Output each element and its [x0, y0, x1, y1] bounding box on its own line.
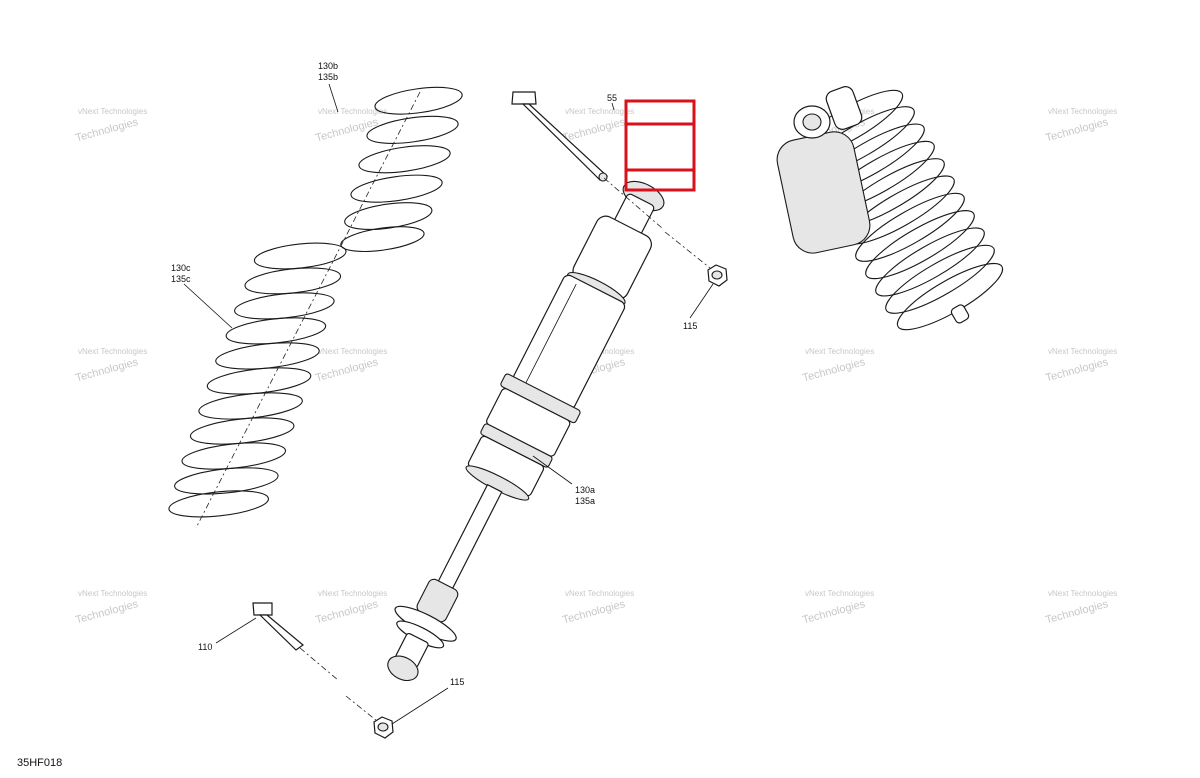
watermark: vNext Technologies Technologies	[314, 589, 387, 626]
watermark: vNext Technologies Technologies	[74, 107, 147, 144]
svg-text:Technologies: Technologies	[1044, 356, 1110, 384]
watermark: vNext Technologies Technologies	[1044, 589, 1117, 626]
lower-coil-spring[interactable]	[143, 239, 372, 521]
svg-text:vNext Technologies: vNext Technologies	[318, 347, 387, 356]
callout-130a[interactable]: 130a	[575, 485, 595, 495]
callout-55[interactable]: 55	[607, 93, 617, 103]
callout-135a[interactable]: 135a	[575, 496, 595, 506]
watermark-layer: vNext Technologies Technologies vNext Te…	[74, 107, 1117, 626]
svg-text:Technologies: Technologies	[314, 598, 380, 626]
diagram-code: 35HF018	[17, 757, 62, 769]
svg-text:vNext Technologies: vNext Technologies	[805, 589, 874, 598]
watermark: vNext Technologies Technologies	[561, 589, 634, 626]
highlight-box[interactable]	[624, 99, 696, 192]
svg-text:Technologies: Technologies	[74, 598, 140, 626]
svg-text:vNext Technologies: vNext Technologies	[1048, 107, 1117, 116]
svg-text:Technologies: Technologies	[74, 356, 140, 384]
callout-115-bottom[interactable]: 115	[450, 677, 464, 687]
leader-lines	[183, 83, 714, 725]
svg-text:vNext Technologies: vNext Technologies	[565, 107, 634, 116]
svg-text:Technologies: Technologies	[74, 116, 140, 144]
svg-text:Technologies: Technologies	[801, 598, 867, 626]
svg-text:vNext Technologies: vNext Technologies	[318, 107, 387, 116]
svg-text:vNext Technologies: vNext Technologies	[1048, 347, 1117, 356]
watermark: vNext Technologies Technologies	[74, 589, 147, 626]
svg-text:vNext Technologies: vNext Technologies	[78, 107, 147, 116]
svg-text:vNext Technologies: vNext Technologies	[805, 347, 874, 356]
callout-130c[interactable]: 130c	[171, 263, 191, 273]
callout-135b[interactable]: 135b	[318, 72, 338, 82]
watermark: vNext Technologies Technologies	[314, 347, 387, 384]
watermark: vNext Technologies Technologies	[561, 107, 634, 144]
svg-text:Technologies: Technologies	[314, 356, 380, 384]
spring-axis-line	[195, 91, 421, 529]
watermark: vNext Technologies Technologies	[1044, 347, 1117, 384]
lower-nut-axis-line	[345, 695, 378, 722]
lower-bolt-axis-line	[299, 647, 339, 681]
watermark: vNext Technologies Technologies	[801, 347, 874, 384]
lower-mount-eye[interactable]	[384, 651, 423, 685]
callout-130b[interactable]: 130b	[318, 61, 338, 71]
svg-text:vNext Technologies: vNext Technologies	[78, 347, 147, 356]
watermark: vNext Technologies Technologies	[1044, 107, 1117, 144]
svg-text:vNext Technologies: vNext Technologies	[565, 589, 634, 598]
watermark: vNext Technologies Technologies	[74, 347, 147, 384]
lower-bolt[interactable]	[252, 602, 339, 681]
coil-spring[interactable]	[143, 83, 482, 529]
svg-text:vNext Technologies: vNext Technologies	[78, 589, 147, 598]
remote-reservoir[interactable]	[773, 84, 873, 256]
callout-labels: 130b 135b 130c 135c 130a 135a 55 115 110…	[171, 61, 697, 687]
svg-text:vNext Technologies: vNext Technologies	[1048, 589, 1117, 598]
lower-nut[interactable]	[345, 695, 394, 739]
bolt-axis-line	[603, 177, 663, 229]
svg-text:Technologies: Technologies	[1044, 598, 1110, 626]
upper-coil-spring[interactable]	[321, 83, 482, 256]
callout-135c[interactable]: 135c	[171, 274, 191, 284]
callout-115-top[interactable]: 115	[683, 321, 697, 331]
svg-text:Technologies: Technologies	[561, 598, 627, 626]
svg-text:vNext Technologies: vNext Technologies	[318, 589, 387, 598]
svg-text:Technologies: Technologies	[561, 116, 627, 144]
shock-absorber[interactable]	[361, 166, 687, 697]
watermark: vNext Technologies Technologies	[314, 107, 387, 144]
watermark: vNext Technologies Technologies	[801, 589, 874, 626]
callout-110[interactable]: 110	[198, 642, 212, 652]
svg-text:Technologies: Technologies	[1044, 116, 1110, 144]
nut-axis-line	[664, 231, 711, 269]
upper-nut[interactable]	[664, 231, 728, 287]
upper-bolt[interactable]	[511, 91, 663, 229]
svg-text:Technologies: Technologies	[801, 356, 867, 384]
